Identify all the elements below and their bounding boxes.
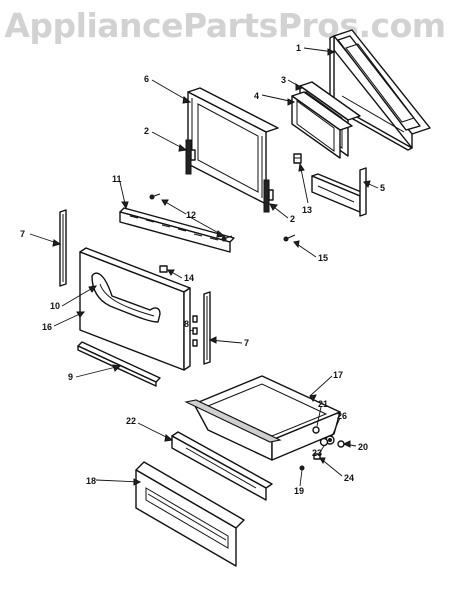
part-clip-24 [313,453,321,460]
part-screw-19 [299,465,305,471]
callout-15: 15 [318,253,328,263]
callout-26: 26 [337,411,347,421]
callout-6: 6 [144,74,149,84]
part-hinge-right [263,179,274,213]
part-clip [293,153,302,164]
callout-10: 10 [50,301,60,311]
callout-5: 5 [380,183,385,193]
part-vent-trim [119,207,235,253]
part-inner-door-frame [187,87,279,205]
callout-7-left: 7 [20,229,25,239]
part-bushing-21 [312,426,320,434]
callout-12: 12 [186,210,196,220]
callout-9: 9 [68,372,73,382]
part-drawer-front [135,461,245,567]
callout-17: 17 [333,370,343,380]
part-screw-12a [149,193,161,200]
callout-22: 22 [126,416,136,426]
callout-2-lower: 2 [290,214,295,224]
watermark-text: AppliancePartsPros.com [4,6,446,45]
part-roller-23 [319,437,329,447]
callout-23: 23 [312,448,322,458]
part-drawer-bracket [171,431,273,501]
callout-1: 1 [296,43,301,53]
part-clip-14 [159,265,168,273]
part-door-handle [91,272,161,323]
part-hinge-left [185,139,196,175]
callout-20: 20 [358,442,368,452]
callout-18: 18 [86,476,96,486]
part-insulation-wrapper [311,167,367,217]
callout-7-right: 7 [244,338,249,348]
callout-13: 13 [302,205,312,215]
callout-labels: 1 3 4 6 2 2 5 13 11 12 15 7 14 10 16 8 7… [20,43,385,496]
leader-arrowheads [52,48,371,486]
callout-14: 14 [184,273,194,283]
callout-2-upper: 2 [144,126,149,136]
part-side-trim-left [59,209,67,287]
part-screw-12b [221,235,233,242]
part-side-trim-right [203,291,211,365]
callout-11: 11 [112,174,122,184]
part-door-glass [291,91,353,159]
part-screw-15 [283,234,296,242]
callout-19: 19 [294,486,304,496]
callout-16: 16 [42,322,52,332]
part-small-hardware [192,315,198,347]
part-drawer-pan [184,375,341,461]
callout-4: 4 [254,91,259,101]
callout-3: 3 [281,75,286,85]
callout-24: 24 [344,473,354,483]
callout-21: 21 [318,399,328,409]
callout-8: 8 [184,319,189,329]
